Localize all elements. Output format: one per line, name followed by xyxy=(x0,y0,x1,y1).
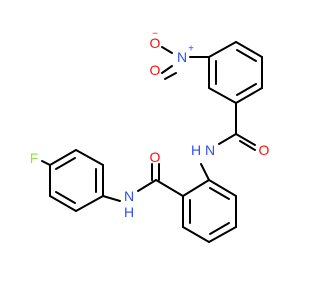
nitro-o-minus-charge: − xyxy=(152,29,158,40)
amide2-h-label: H xyxy=(124,204,134,220)
bond-carbonyl2-n xyxy=(137,179,157,192)
bond-ring3-6 xyxy=(75,195,104,212)
bond-ring2-1-inner xyxy=(209,187,230,200)
bonds xyxy=(41,41,263,243)
bond-carbonyl1-n xyxy=(218,133,237,145)
amide2-n-label: N xyxy=(124,188,134,204)
bond-ring2-3-inner xyxy=(209,222,230,235)
bond-ring1-4 xyxy=(235,87,263,104)
bond-ring1-2-inner xyxy=(236,49,257,62)
bond-ring1-4-inner xyxy=(236,83,257,96)
bond-ring2-6 xyxy=(182,179,210,197)
bond-ring3-f xyxy=(41,160,51,166)
fluorine-label: F xyxy=(30,150,39,166)
bond-ring2-carbonyl xyxy=(155,179,184,197)
bond-carbonyl1-o-b xyxy=(239,140,256,151)
bond-ring3-5 xyxy=(49,195,77,212)
bond-ring3-5-inner xyxy=(55,191,76,204)
bond-o-n xyxy=(161,46,173,54)
molecule-canvas: O − N + O N H O O N H F xyxy=(30,29,270,243)
bond-ring2-3 xyxy=(208,226,237,243)
atom-labels: O − N + O N H O O N H F xyxy=(30,29,270,221)
bond-ring3-2 xyxy=(75,149,104,166)
bond-n1-ring2 xyxy=(200,163,210,181)
bond-carbonyl1-o-a xyxy=(235,133,256,146)
amide1-n-label: N xyxy=(205,142,215,158)
amide2-o-label: O xyxy=(150,149,161,165)
nitro-n-plus-label: N xyxy=(177,49,187,65)
bond-ring3-3 xyxy=(49,149,77,166)
bond-ring1-2 xyxy=(235,41,263,58)
bond-ring1-5 xyxy=(208,87,237,104)
amide1-o-label: O xyxy=(259,142,270,158)
bond-ring2-1 xyxy=(208,179,237,197)
bond-ring3-3-inner xyxy=(55,157,76,170)
bond-ring1-1 xyxy=(208,41,237,58)
bond-n-o-double-b xyxy=(164,72,177,80)
amide1-h-label: H xyxy=(191,142,201,158)
structure-diagram: O − N + O N H O O N H F xyxy=(30,29,270,243)
nitro-n-plus-charge: + xyxy=(188,44,194,55)
bond-n2-ring3 xyxy=(102,195,121,202)
bond-ring2-4 xyxy=(182,226,210,243)
nitro-o-minus-label: O xyxy=(150,35,161,51)
bond-n-o-double-a xyxy=(161,65,173,74)
nitro-o-double-label: O xyxy=(150,62,161,78)
